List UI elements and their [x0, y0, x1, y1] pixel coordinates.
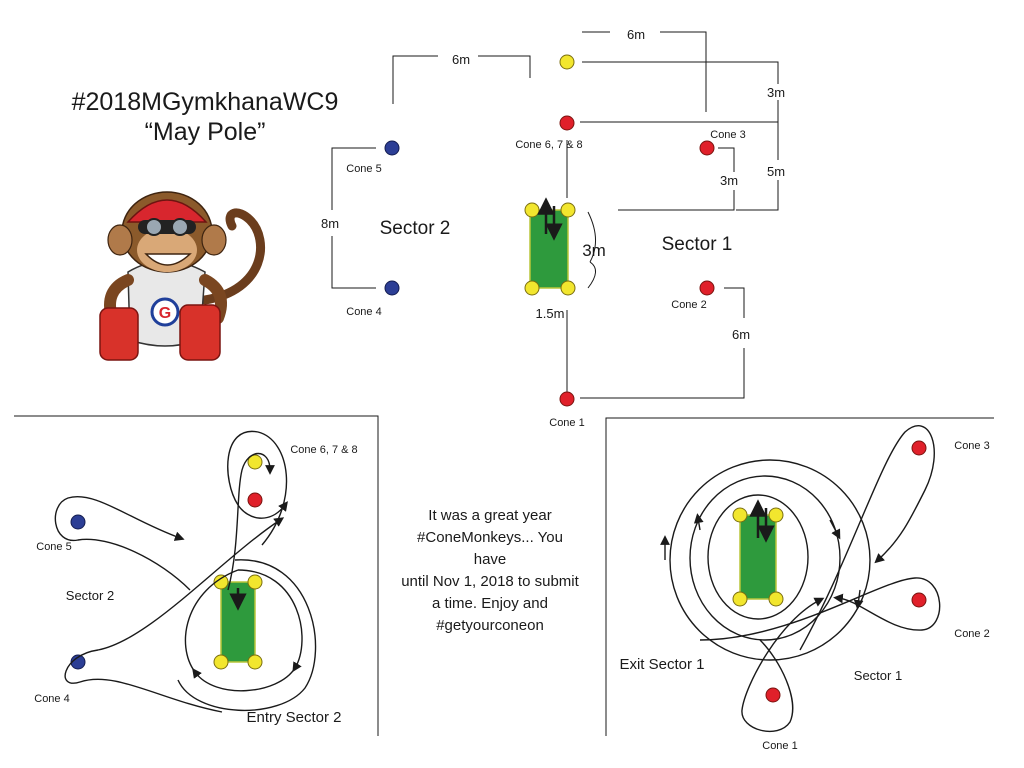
- cone-6-7-8-label: Cone 6, 7 & 8: [515, 139, 582, 151]
- message-line: a time. Enjoy and: [432, 595, 548, 612]
- cone3-loop: [799, 425, 935, 651]
- exit-sector-1-label: Exit Sector 1: [619, 656, 704, 673]
- cone-5: [70, 514, 86, 530]
- cone-3: [911, 440, 927, 456]
- message-line: #ConeMonkeys... You have: [417, 529, 563, 568]
- cone-4: [70, 654, 86, 670]
- cone-1-label: Cone 1: [549, 417, 584, 429]
- dim-cone3-3m: 3m: [720, 173, 738, 188]
- cone-5-label: Cone 5: [346, 163, 381, 175]
- cone-3-label: Cone 3: [710, 129, 745, 141]
- cone678-loop: [227, 430, 288, 546]
- box-cone: [524, 280, 540, 296]
- cone-1: [765, 687, 781, 703]
- cone-4: [384, 280, 400, 296]
- box-cone: [768, 591, 784, 607]
- dim-top-left-6m: 6m: [452, 52, 470, 67]
- box-cone: [247, 654, 263, 670]
- dim-left-8m: 8m: [321, 216, 339, 231]
- title-line2: “May Pole”: [145, 118, 266, 146]
- s1-cone-2-label: Cone 2: [954, 628, 989, 640]
- cone-monkey-mascot-icon: G: [99, 191, 266, 361]
- cone5-loop: [54, 496, 191, 591]
- cone1-loop: [741, 597, 825, 733]
- sector1-path-diagram: Cone 3 Cone 2 Cone 1 Sector 1 Exit Secto…: [605, 417, 994, 752]
- s1-cone-3-label: Cone 3: [954, 440, 989, 452]
- cone-2: [911, 592, 927, 608]
- box-cone: [768, 507, 784, 523]
- loop-path: [669, 459, 871, 661]
- box-cone: [213, 654, 229, 670]
- cone-3: [699, 140, 715, 156]
- dim-right-3m: 3m: [767, 85, 785, 100]
- course-layout: 6m 6m 3m 5m 3m 3m 1.5m 8m 6m Sector 2 Se…: [321, 27, 785, 429]
- dim-bottom-6m: 6m: [732, 327, 750, 342]
- message-line: It was a great year: [428, 507, 552, 524]
- loop-path: [707, 494, 809, 620]
- cone-2-label: Cone 2: [671, 299, 706, 311]
- cone-6-7-8: [559, 115, 575, 131]
- message-line: until Nov 1, 2018 to submit: [401, 573, 579, 590]
- cone2-loop: [699, 577, 941, 641]
- entry-sector-2-label: Entry Sector 2: [246, 709, 341, 726]
- s2-cone-4-label: Cone 4: [34, 693, 69, 705]
- loop-path: [184, 569, 303, 692]
- s2-cone-678-label: Cone 6, 7 & 8: [290, 444, 357, 456]
- cone-yellow: [559, 54, 575, 70]
- season-message: It was a great year #ConeMonkeys... You …: [400, 505, 580, 637]
- dim-top-right-6m: 6m: [627, 27, 645, 42]
- cone-2: [699, 280, 715, 296]
- dim-right-5m: 5m: [767, 164, 785, 179]
- box-cone: [524, 202, 540, 218]
- sector-1-label: Sector 1: [662, 234, 733, 255]
- cone-1: [559, 391, 575, 407]
- title-line1: #2018MGymkhanaWC9: [72, 88, 339, 116]
- loop-path: [177, 559, 317, 712]
- s2-sector-label: Sector 2: [66, 588, 114, 603]
- cone-yellow: [247, 454, 263, 470]
- svg-text:G: G: [159, 305, 171, 322]
- cone4-loop: [64, 517, 285, 713]
- dim-box-width: 1.5m: [536, 306, 565, 321]
- box-cone: [560, 202, 576, 218]
- loop-path: [689, 475, 841, 641]
- cone-4-label: Cone 4: [346, 306, 381, 318]
- cone-5: [384, 140, 400, 156]
- cone-6-7-8: [247, 492, 263, 508]
- s1-sector-label: Sector 1: [854, 668, 902, 683]
- dim-box-3m: 3m: [582, 241, 606, 260]
- box-cone: [247, 574, 263, 590]
- box-cone: [732, 591, 748, 607]
- sector-2-label: Sector 2: [380, 218, 451, 239]
- start-box: [529, 209, 569, 289]
- box-cone: [560, 280, 576, 296]
- sector2-path-diagram: Cone 6, 7 & 8 Cone 5 Cone 4 Sector 2 Ent…: [14, 415, 379, 736]
- box-cone: [213, 574, 229, 590]
- box-cone: [732, 507, 748, 523]
- cone678-loop: [227, 453, 275, 591]
- message-line: #getyourconeon: [436, 617, 544, 634]
- s2-cone-5-label: Cone 5: [36, 541, 71, 553]
- s1-cone-1-label: Cone 1: [762, 740, 797, 752]
